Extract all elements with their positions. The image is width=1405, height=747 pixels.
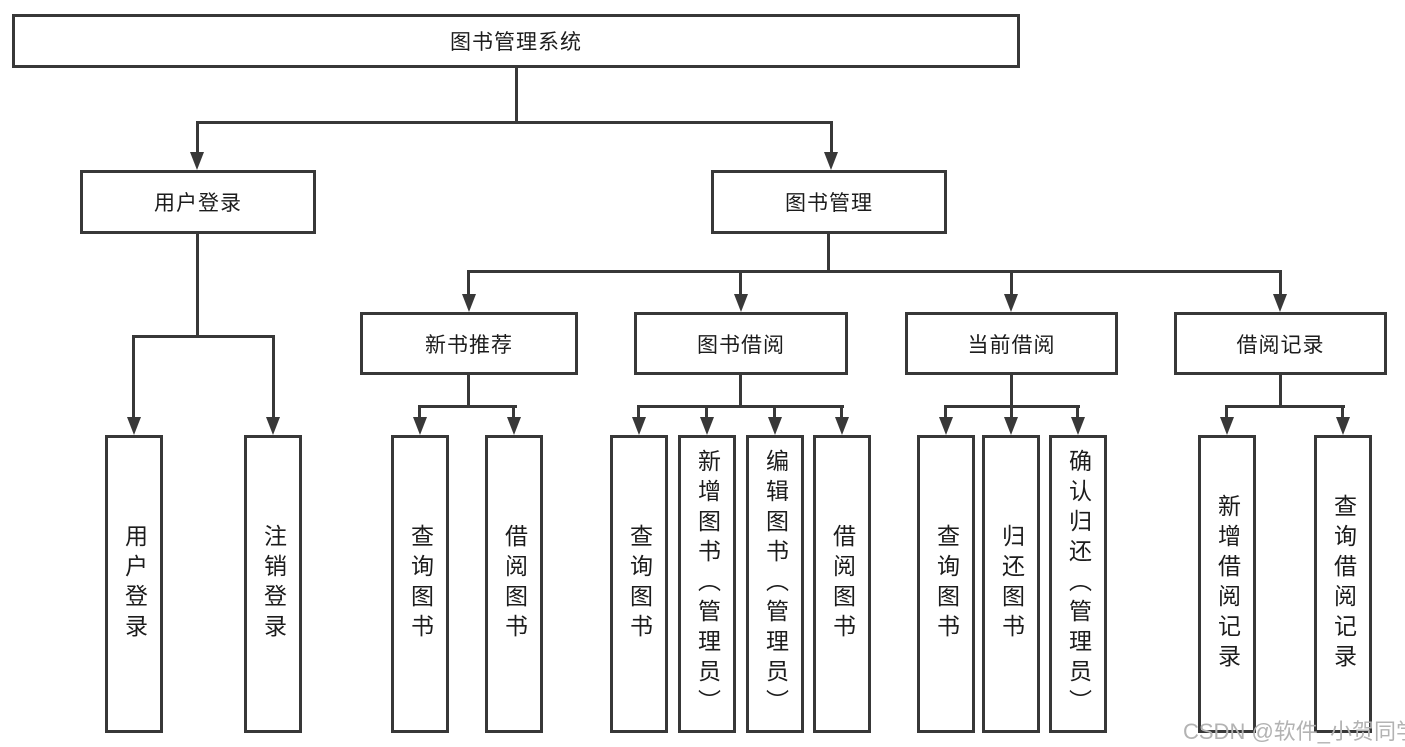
node-label: 新增图书（管理员） — [694, 449, 721, 719]
node-leaf-user-login: 用户登录 — [105, 435, 163, 733]
arrowhead-icon — [835, 417, 849, 435]
node-leaf-query-borrow-record: 查询借阅记录 — [1314, 435, 1372, 733]
connector — [1279, 273, 1282, 294]
node-label: 编辑图书（管理员） — [762, 449, 789, 719]
arrowhead-icon — [1220, 417, 1234, 435]
connector — [705, 408, 708, 417]
arrowhead-icon — [190, 152, 204, 170]
connector — [418, 405, 517, 408]
node-leaf-logout: 注销登录 — [244, 435, 302, 733]
node-label: 借阅图书 — [501, 524, 528, 644]
connector — [196, 121, 833, 124]
connector — [739, 375, 742, 405]
csdn-watermark: CSDN @软件_小贺同学 — [1183, 719, 1405, 744]
node-label: 借阅图书 — [829, 524, 856, 644]
node-leaf-query-books: 查询图书 — [610, 435, 668, 733]
connector — [515, 68, 518, 121]
connector — [1010, 408, 1013, 417]
node-borrow-records: 借阅记录 — [1174, 312, 1387, 375]
arrowhead-icon — [462, 294, 476, 312]
connector — [840, 408, 843, 417]
arrowhead-icon — [1273, 294, 1287, 312]
connector — [1341, 408, 1344, 417]
node-label: 查询借阅记录 — [1330, 494, 1357, 674]
node-label: 查询图书 — [626, 524, 653, 644]
node-user-login: 用户登录 — [80, 170, 316, 234]
connector — [467, 270, 1282, 273]
connector — [467, 375, 470, 405]
node-label: 图书管理系统 — [450, 31, 582, 54]
connector — [132, 338, 135, 417]
arrowhead-icon — [1071, 417, 1085, 435]
connector — [196, 124, 199, 152]
node-label: 图书借阅 — [697, 333, 785, 357]
node-label: 新书推荐 — [425, 333, 513, 357]
connector — [944, 408, 947, 417]
connector — [944, 405, 1080, 408]
node-label: 查询图书 — [407, 524, 434, 644]
node-label: 借阅记录 — [1236, 333, 1325, 357]
node-leaf-add-books-admin: 新增图书（管理员） — [678, 435, 736, 733]
arrowhead-icon — [734, 294, 748, 312]
arrowhead-icon — [507, 417, 521, 435]
node-label: 用户登录 — [121, 524, 148, 644]
node-leaf-confirm-return-admin: 确认归还（管理员） — [1049, 435, 1107, 733]
node-leaf-borrow-books: 借阅图书 — [813, 435, 871, 733]
connector — [1225, 408, 1228, 417]
connector — [827, 234, 830, 270]
connector — [1076, 408, 1079, 417]
node-book-management: 图书管理 — [711, 170, 947, 234]
node-leaf-query-books: 查询图书 — [391, 435, 449, 733]
node-label: 查询图书 — [933, 524, 960, 644]
node-book-borrow: 图书借阅 — [634, 312, 848, 375]
connector — [272, 338, 275, 417]
arrowhead-icon — [266, 417, 280, 435]
connector — [830, 124, 833, 152]
node-current-borrow: 当前借阅 — [905, 312, 1118, 375]
arrowhead-icon — [824, 152, 838, 170]
connector — [196, 234, 199, 335]
node-leaf-add-borrow-record: 新增借阅记录 — [1198, 435, 1256, 733]
arrowhead-icon — [1004, 294, 1018, 312]
node-label: 当前借阅 — [967, 333, 1056, 357]
connector — [637, 405, 844, 408]
node-label: 确认归还（管理员） — [1065, 449, 1092, 719]
node-label: 新增借阅记录 — [1214, 494, 1241, 674]
node-leaf-borrow-books: 借阅图书 — [485, 435, 543, 733]
arrowhead-icon — [413, 417, 427, 435]
node-label: 用户登录 — [154, 192, 242, 215]
connector — [512, 408, 515, 417]
connector — [467, 273, 470, 294]
connector — [132, 335, 275, 338]
node-label: 归还图书 — [998, 524, 1025, 644]
connector — [637, 408, 640, 417]
arrowhead-icon — [127, 417, 141, 435]
arrowhead-icon — [1004, 417, 1018, 435]
connector — [1225, 405, 1345, 408]
connector — [739, 273, 742, 294]
node-label: 注销登录 — [260, 524, 287, 644]
connector — [1279, 375, 1282, 405]
node-label: 图书管理 — [785, 192, 873, 215]
connector — [418, 408, 421, 417]
arrowhead-icon — [1336, 417, 1350, 435]
node-library-management-system: 图书管理系统 — [12, 14, 1020, 68]
connector — [1010, 273, 1013, 294]
connector — [773, 408, 776, 417]
node-leaf-edit-books-admin: 编辑图书（管理员） — [746, 435, 804, 733]
arrowhead-icon — [700, 417, 714, 435]
arrowhead-icon — [632, 417, 646, 435]
arrowhead-icon — [939, 417, 953, 435]
arrowhead-icon — [768, 417, 782, 435]
node-leaf-return-books: 归还图书 — [982, 435, 1040, 733]
connector — [1010, 375, 1013, 405]
node-new-book-recommend: 新书推荐 — [360, 312, 578, 375]
node-leaf-query-books: 查询图书 — [917, 435, 975, 733]
